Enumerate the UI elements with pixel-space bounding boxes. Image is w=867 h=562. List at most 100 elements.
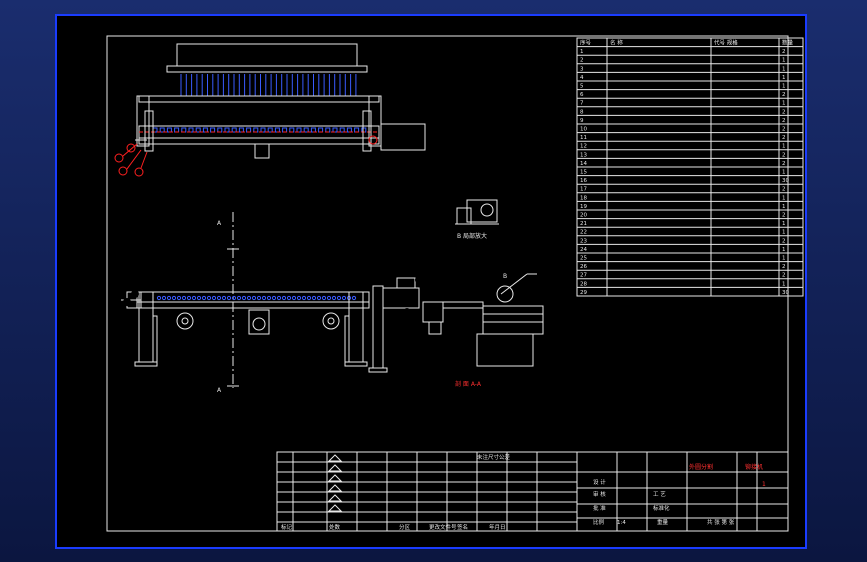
parts-list-cell: 2 — [580, 58, 584, 64]
parts-list-cell: 12 — [580, 144, 587, 150]
parts-list-cell: 27 — [580, 273, 587, 279]
detail-marker: B — [503, 273, 507, 280]
parts-list-header: 数量 — [782, 39, 794, 47]
parts-list-cell: 2 — [782, 152, 786, 158]
callout-balloon — [381, 392, 389, 400]
chain-roller — [156, 295, 162, 301]
parts-list-cell: 2 — [782, 264, 786, 270]
callout-balloon — [145, 376, 153, 384]
revision-triangle — [327, 474, 343, 482]
chain-link — [318, 127, 324, 133]
chain-roller — [311, 295, 317, 301]
chain-roller — [341, 295, 347, 301]
chain-roller — [281, 295, 287, 301]
design-label: 设 计 — [593, 478, 606, 486]
chain-link — [202, 127, 208, 133]
chain-link — [159, 127, 165, 133]
chain-roller — [266, 295, 272, 301]
parts-list-cell: 2 — [782, 161, 786, 167]
callout-leader — [175, 330, 181, 380]
chain-link — [188, 127, 194, 133]
check-label: 审 核 — [593, 490, 606, 498]
parts-list-cell: 8 — [580, 109, 584, 115]
chain-roller — [271, 295, 277, 301]
callout-balloon — [435, 344, 443, 352]
parts-list-cell: 19 — [580, 204, 587, 210]
callout-balloon — [197, 384, 205, 392]
chain-link — [267, 127, 273, 133]
detail-b-view: B 局部放大 — [455, 199, 499, 240]
chain-link — [310, 127, 316, 133]
parts-list-cell: 18 — [580, 195, 587, 201]
parts-list-cell: 1 — [782, 170, 786, 176]
chain-link — [354, 127, 360, 133]
revision-triangle — [327, 454, 343, 462]
title-block-row-label: 分区 — [399, 523, 411, 531]
parts-list-cell: 1 — [782, 281, 786, 287]
chain-roller — [296, 295, 302, 301]
product-name: 外圆分割 — [689, 463, 713, 471]
chain-roller — [291, 295, 297, 301]
callout-balloon — [289, 384, 297, 392]
title-block-row-label: 更改文件号 — [429, 523, 457, 531]
parts-list-cell: 16 — [580, 178, 587, 184]
callout-balloon — [131, 290, 139, 298]
front-view-callouts — [123, 252, 565, 400]
title-block-row-label: 签名 — [457, 523, 468, 531]
callout-balloon — [557, 358, 565, 366]
callout-leader — [291, 316, 293, 388]
section-marker-bottom: A — [217, 387, 222, 394]
parts-list-cell: 20 — [580, 213, 587, 219]
parts-list-cell: 14 — [580, 161, 587, 167]
parts-list-cell: 17 — [580, 187, 587, 193]
parts-list-cell: 2 — [782, 109, 786, 115]
chain-link — [238, 127, 244, 133]
parts-list-cell: 9 — [580, 118, 584, 124]
chain-roller — [321, 295, 327, 301]
chain-roller — [166, 295, 172, 301]
callout-balloon — [183, 270, 191, 278]
chain-link — [253, 127, 259, 133]
callout-balloon — [125, 314, 133, 322]
parts-list-header: 序号 — [580, 39, 592, 47]
chain-roller — [251, 295, 257, 301]
parts-list-cell: 1 — [782, 101, 786, 107]
parts-list-cell: 3 — [580, 66, 584, 72]
parts-list-cell: 10 — [580, 127, 587, 133]
parts-list-cell: 24 — [580, 247, 587, 253]
chain-roller — [236, 295, 242, 301]
chain-roller — [171, 295, 177, 301]
parts-list-cell: 13 — [580, 152, 587, 158]
chain-link — [296, 127, 302, 133]
scale-label: 比例 — [593, 518, 605, 526]
callout-leader — [379, 370, 385, 396]
chain-roller — [176, 295, 182, 301]
chain-roller — [186, 295, 192, 301]
parts-list-cell: 1 — [782, 221, 786, 227]
callout-balloon — [415, 276, 423, 284]
chain-roller — [161, 295, 167, 301]
chain-link — [260, 127, 266, 133]
callout-balloon — [383, 258, 391, 266]
title-block: 未注尺寸公差 外圆分割 铆接机 1 设 计 审 核 工 艺 标准化 批 准 比例… — [276, 451, 789, 532]
parts-list-cell: 2 — [782, 118, 786, 124]
chain-roller — [216, 295, 222, 301]
parts-list-cell: 1 — [782, 58, 786, 64]
chain-roller — [246, 295, 252, 301]
chain-roller — [226, 295, 232, 301]
parts-list-cell: 7 — [580, 101, 584, 107]
parts-list-cell: 1 — [580, 49, 584, 55]
chain-roller — [351, 295, 357, 301]
chain-link — [181, 127, 187, 133]
parts-list-cell: 2 — [782, 92, 786, 98]
callout-leader — [481, 276, 487, 302]
chain-link — [332, 127, 338, 133]
parts-list-cell: 4 — [580, 75, 584, 81]
section-label: 剖 面 A-A — [455, 380, 482, 388]
callout-balloon — [125, 348, 133, 356]
parts-list-cell: 30 — [782, 178, 789, 184]
callout-balloon — [403, 308, 411, 316]
parts-list-cell: 28 — [580, 281, 587, 287]
parts-list-cell: 1 — [782, 144, 786, 150]
